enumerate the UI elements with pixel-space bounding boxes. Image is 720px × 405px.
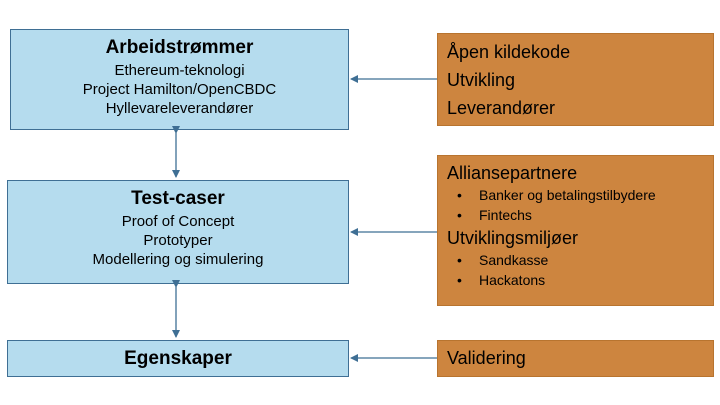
- source-item: Leverandører: [447, 98, 556, 118]
- sources-box: Åpen kildekode Utvikling Leverandører: [437, 33, 714, 126]
- devenv-bullet-label: Hackatons: [479, 272, 546, 288]
- bullet-icon: •: [457, 272, 462, 288]
- testcase-item: Proof of Concept: [121, 213, 235, 230]
- partners-box: Alliansepartnere • Banker og betalingstil…: [437, 155, 714, 306]
- devenv-bullet-item: • Sandkasse: [447, 250, 713, 270]
- devenv-bullet-label: Sandkasse: [479, 252, 549, 268]
- bullet-icon: •: [457, 187, 462, 203]
- workstream-item: Project Hamilton/OpenCBDC: [82, 81, 277, 98]
- partner-bullet-item: • Banker og betalingstilbydere: [447, 185, 713, 205]
- validation-label: Validering: [447, 348, 526, 368]
- partners-heading: Alliansepartnere: [447, 163, 578, 183]
- workstreams-title: Arbeidstrømmer: [105, 37, 254, 58]
- devenv-heading: Utviklingsmiljøer: [447, 228, 579, 248]
- devenv-bullet-item: • Hackatons: [447, 270, 713, 290]
- bullet-icon: •: [457, 207, 462, 223]
- bullet-icon: •: [457, 252, 462, 268]
- testcases-title: Test-caser: [131, 188, 225, 209]
- properties-title: Egenskaper: [124, 348, 232, 369]
- testcase-item: Prototyper: [143, 232, 213, 249]
- properties-box: Egenskaper: [7, 340, 349, 377]
- workstream-item: Ethereum-teknologi: [114, 62, 245, 79]
- validation-box: Validering: [437, 340, 714, 377]
- partner-bullet-label: Banker og betalingstilbydere: [479, 187, 656, 203]
- source-item: Utvikling: [447, 70, 516, 90]
- partner-bullet-item: • Fintechs: [447, 205, 713, 225]
- source-item: Åpen kildekode: [447, 42, 571, 62]
- workstream-item: Hyllevareleverandører: [105, 100, 254, 117]
- partner-bullet-label: Fintechs: [479, 207, 532, 223]
- testcases-box: Test-caser Proof of Concept Prototyper M…: [7, 180, 349, 284]
- workstreams-box: Arbeidstrømmer Ethereum-teknologi Projec…: [10, 29, 349, 130]
- testcase-item: Modellering og simulering: [92, 251, 264, 268]
